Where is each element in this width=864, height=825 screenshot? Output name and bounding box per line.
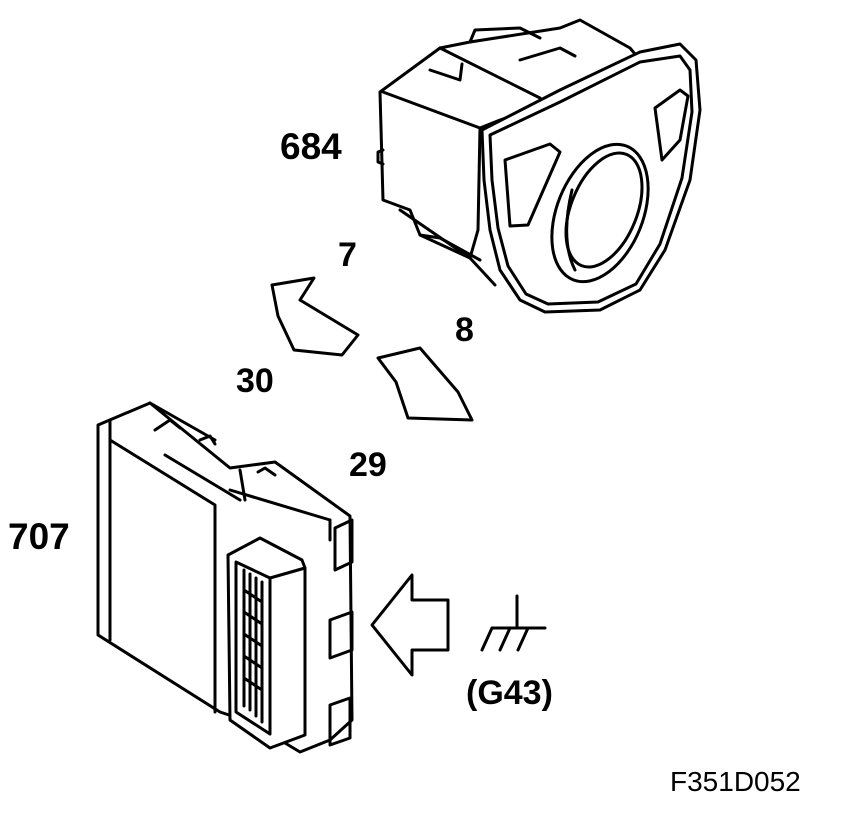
control-module-component xyxy=(96,401,354,754)
pin-30-label: 30 xyxy=(236,362,274,400)
pin-29-label: 29 xyxy=(349,446,387,484)
pin-8-label: 8 xyxy=(455,311,474,349)
pin-7-label: 7 xyxy=(338,236,357,274)
ground-label: (G43) xyxy=(466,674,553,712)
light-switch-component xyxy=(376,18,702,314)
ground-symbol-icon xyxy=(480,594,547,652)
ground-arrow xyxy=(370,573,450,677)
arrow-upper-left xyxy=(270,276,360,357)
control-module-label: 707 xyxy=(8,516,70,557)
arrow-lower-right xyxy=(376,346,474,422)
pin-arrows xyxy=(270,276,474,677)
figure-reference: F351D052 xyxy=(670,766,801,797)
switch-label: 684 xyxy=(280,126,342,167)
